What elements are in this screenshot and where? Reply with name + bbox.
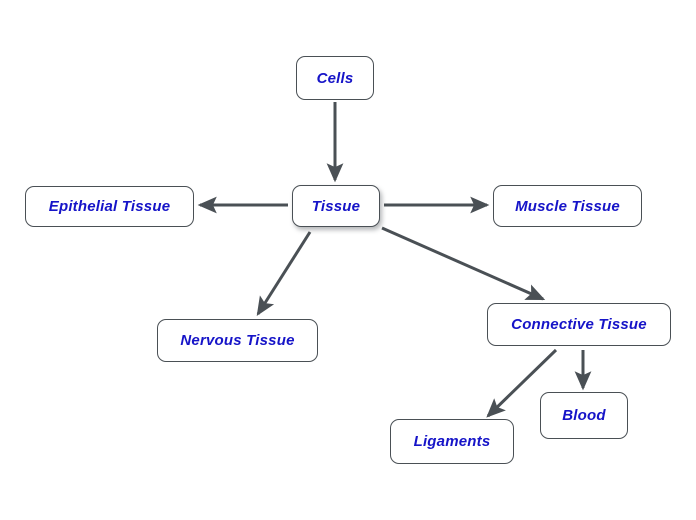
node-label-nervous-tissue: Nervous Tissue xyxy=(180,332,295,349)
edge-connective-to-ligaments xyxy=(486,348,558,418)
node-label-ligaments: Ligaments xyxy=(413,433,491,450)
node-ligaments[interactable]: Ligaments xyxy=(390,419,514,464)
edge-tissue-to-nervous-tissue xyxy=(256,231,312,317)
node-cells[interactable]: Cells xyxy=(296,56,374,100)
edges-group xyxy=(197,102,592,418)
node-label-connective-tissue: Connective Tissue xyxy=(511,316,647,333)
node-label-epithelial-tissue: Epithelial Tissue xyxy=(48,198,171,215)
node-label-muscle-tissue: Muscle Tissue xyxy=(515,197,620,215)
node-epithelial-tissue[interactable]: Epithelial Tissue xyxy=(25,186,194,227)
node-muscle-tissue[interactable]: Muscle Tissue xyxy=(493,185,642,227)
node-tissue[interactable]: Tissue xyxy=(292,185,380,227)
node-label-cells: Cells xyxy=(316,69,354,87)
node-nervous-tissue[interactable]: Nervous Tissue xyxy=(157,319,318,362)
node-label-blood: Blood xyxy=(562,407,606,424)
edge-tissue-to-connective-tissue xyxy=(381,226,546,301)
node-blood[interactable]: Blood xyxy=(540,392,628,439)
node-label-tissue: Tissue xyxy=(311,197,361,215)
node-connective-tissue[interactable]: Connective Tissue xyxy=(487,303,671,346)
